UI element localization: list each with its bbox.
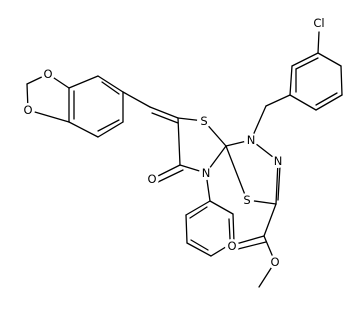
dioxole-oxygen-upper: O [41,67,55,81]
atom-label-o: O [43,67,52,81]
atom-label-o: O [147,172,156,186]
carbonyl-oxygen: O [145,172,159,186]
chlorine: Cl [309,15,329,31]
atom-label-s: S [243,193,250,207]
ester-ether-oxygen: O [268,255,282,269]
atom-label-o: O [227,239,236,253]
atom-label-cl: Cl [313,16,324,30]
thiazolidine-nitrogen: N [199,166,213,180]
thiadiazole-nitrogen-upper: N [244,133,258,147]
atom-label-n: N [202,166,211,180]
ester-carbonyl-oxygen: O [225,239,239,253]
thiadiazole-sulfur: S [240,193,254,207]
atom-label-n: N [247,133,256,147]
atom-label-s: S [200,114,207,128]
thiadiazole-nitrogen-right: N [271,154,285,168]
thiazolidine-sulfur: S [197,114,211,128]
atom-label-n: N [274,154,283,168]
bond-lines [26,31,343,288]
atom-label-o: O [23,103,32,117]
atom-label-o: O [270,255,279,269]
atom-labels: O O S N O N N S [21,15,329,269]
dioxole-oxygen-lower: O [21,103,35,117]
